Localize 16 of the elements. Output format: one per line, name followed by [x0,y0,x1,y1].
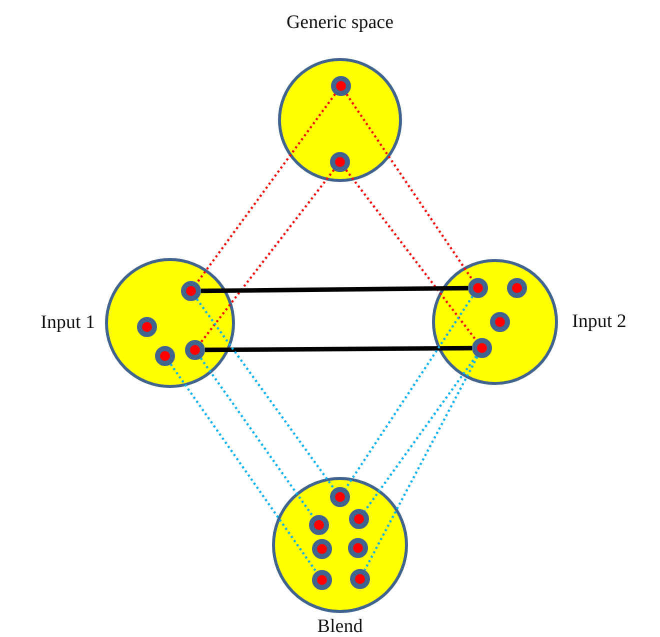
projection-line [170,364,318,572]
projection-line [344,296,474,490]
projection-line [200,169,335,343]
space-label: Generic space [286,12,394,34]
space-label: Input 2 [572,311,626,333]
projection-line [364,355,478,512]
projection-line [345,169,477,341]
projection-line [200,358,314,518]
mapping-line [204,346,472,352]
projection-line [196,93,336,284]
mapping-line [200,286,468,294]
projection-line [196,298,336,490]
projection-line [364,356,478,571]
projection-line [346,94,474,280]
space-label: Input 1 [40,312,95,334]
space-label: Blend [317,616,363,637]
